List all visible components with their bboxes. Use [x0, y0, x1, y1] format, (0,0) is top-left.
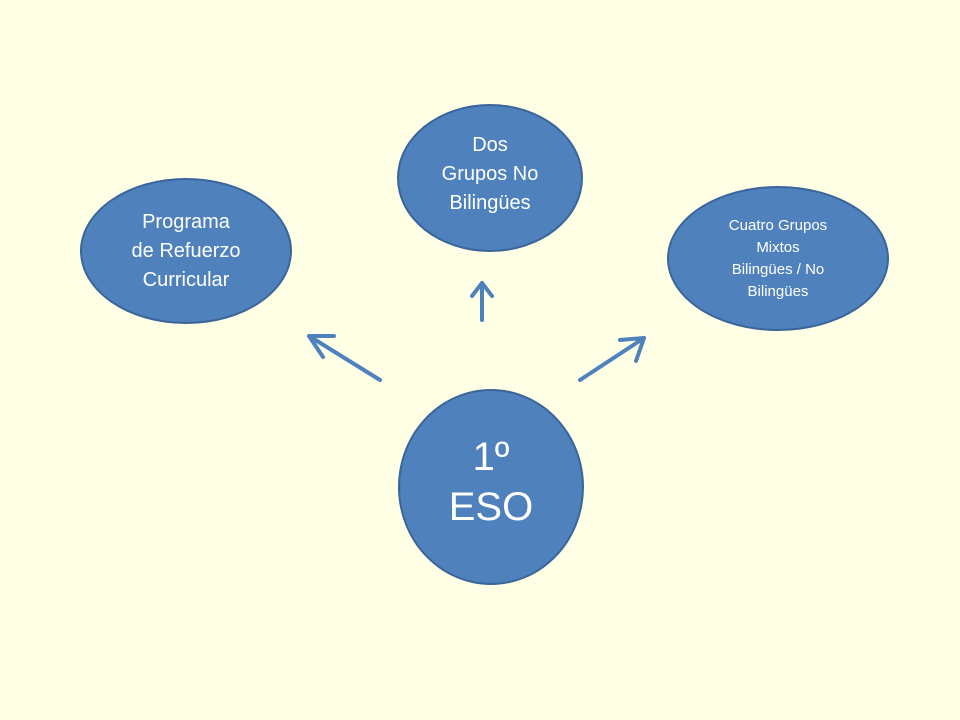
center-node-eso: 1º ESO [398, 389, 584, 585]
top-node-non-bilingual-groups: Dos Grupos No Bilingües [397, 104, 583, 252]
right-node-label: Cuatro Grupos Mixtos Bilingües / No Bili… [728, 216, 828, 300]
arrow-to-right [578, 336, 646, 382]
top-node-label: Dos Grupos No Bilingües [441, 133, 539, 214]
right-node-mixed-groups: Cuatro Grupos Mixtos Bilingües / No Bili… [667, 186, 889, 331]
left-node-label: Programa de Refuerzo Curricular [131, 210, 241, 291]
arrow-to-top [470, 281, 494, 322]
arrow-to-left [307, 334, 382, 382]
left-node-reinforcement-program: Programa de Refuerzo Curricular [80, 178, 292, 324]
center-node-label: 1º ESO [448, 435, 534, 529]
